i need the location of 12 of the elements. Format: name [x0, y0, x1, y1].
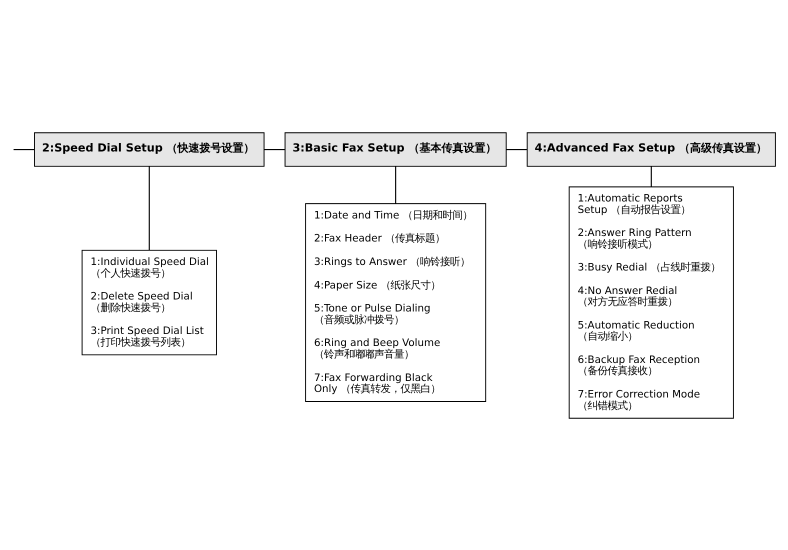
node-box: 2:Speed Dial Setup （快速拨号设置） [34, 132, 265, 166]
node-box: 1:Individual Speed Dial （个人快速拨号） 2:Delete Speed Dial （删除快速拨号） 3:Print Speed Dial List （打印快速拨号列表） [82, 249, 217, 355]
node-box: 3:Basic Fax Setup （基本传真设置） [284, 132, 507, 166]
connector [395, 166, 396, 204]
connector [650, 166, 652, 186]
connector [264, 148, 285, 150]
connector [14, 148, 34, 150]
connector [148, 166, 150, 250]
node-box: 1:Date and Time （日期和时间） 2:Fax Header （传真标题） 3:Rings to Answer （响铃接听） 4:Paper Size （纸张尺寸） 5:Tone or Pulse Dialing （音频或脉冲拨号） 6:Ring and Beep Volume （铃声和嘟嘟声音量） 7:Fax Forwarding Black Only （传真转发，仅黑白） [305, 202, 486, 402]
connector [506, 148, 527, 150]
node-box: 1:Automatic Reports Setup （自动报告设置） 2:Answer Ring Pattern （响铃接听模式） 3:Busy Redial （占线时重拨） 4:No Answer Redial （对方无应答时重拨） 5:Automatic Reduction （自动缩小） 6:Backup Fax Reception （备份传真接收） 7:Error Correction Mode （纠错模式） [568, 186, 734, 418]
node-box: 4:Advanced Fax Setup （高级传真设置） [526, 132, 776, 166]
